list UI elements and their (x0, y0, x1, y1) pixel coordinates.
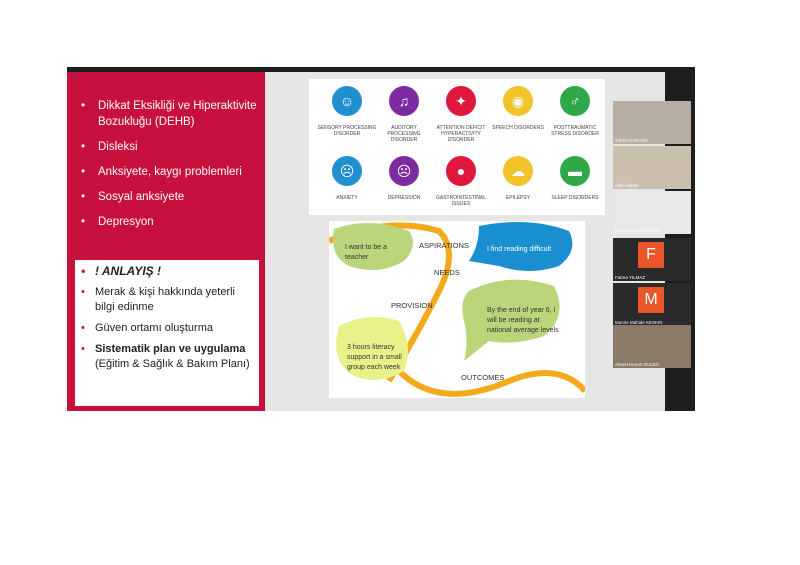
disorder-item: ● GASTROINTESTINAL ISSUES (431, 156, 491, 207)
screen-share: Dikkat Eksikliği ve Hiperaktivite Bozukl… (67, 67, 695, 411)
list-item: Sosyal anksiyete (81, 189, 261, 205)
disorder-label: SLEEP DISORDERS (551, 195, 599, 201)
avatar: M (638, 287, 664, 313)
speech-bubble: 3 hours literacy support in a small grou… (347, 344, 402, 371)
disorder-label: SPEECH DISORDERS (492, 125, 544, 131)
speech-bubble: By the end of year 6, I will be reading … (487, 307, 559, 334)
disorder-label: DEPRESSION (387, 195, 421, 201)
disorder-item: ☁ EPILEPSY (488, 156, 548, 201)
disorder-label: POSTTRAUMATIC STRESS DISORDER (551, 125, 599, 137)
list-item: Dikkat Eksikliği ve Hiperaktivite Bozukl… (81, 98, 261, 130)
disorder-icon: ✦ (446, 86, 476, 116)
list-item: Merak & kişi hakkında yeterli bilgi edin… (81, 285, 253, 315)
provision-label: PROVISION (391, 301, 433, 310)
left-panel: Dikkat Eksikliği ve Hiperaktivite Bozukl… (67, 72, 265, 411)
aspirations-label: ASPIRATIONS (419, 241, 469, 250)
list-item: Sistematik plan ve uygulama (Eğitim & Sa… (81, 342, 253, 372)
needs-label: NEEDS (434, 268, 460, 277)
disorder-item: ▬ SLEEP DISORDERS (545, 156, 605, 201)
participant-tile[interactable]: M Munire Mahide KESKIN (613, 283, 691, 326)
disorder-icon: ▬ (560, 156, 590, 186)
list-item: Disleksi (81, 139, 261, 155)
disorder-label: SENSORY PROCESSING DISORDER (317, 125, 377, 137)
disorder-icon: ● (446, 156, 476, 186)
disorder-item: ✦ ATTENTION DEFICIT HYPERACTIVITY DISORDE… (431, 86, 491, 143)
participant-tile[interactable]: Fatma Zehra ÖZTÜRK (613, 191, 691, 234)
participant-tile[interactable]: Zehra KURGUN (613, 101, 691, 144)
disorder-item: ♫ AUDITORY PROCESSING DISORDER (374, 86, 434, 143)
participant-name: Fatma Zehra ÖZTÜRK (615, 228, 661, 233)
diagram-curves (329, 222, 585, 397)
bold-text: Sistematik plan ve uygulama (95, 343, 246, 355)
disorder-item: ◉ SPEECH DISORDERS (488, 86, 548, 131)
disorder-item: ☹ ANXIETY (317, 156, 377, 201)
disorder-label: EPILEPSY (505, 195, 531, 201)
participant-name: Ahmet Kerem GULEC (615, 362, 660, 367)
disorder-icon: ☁ (503, 156, 533, 186)
list-item: Depresyon (81, 214, 261, 230)
disorder-icon: ◉ (503, 86, 533, 116)
participant-name: Aylin Akbay (615, 183, 639, 188)
disorder-label: GASTROINTESTINAL ISSUES (435, 195, 486, 207)
disorders-icon-grid: ☺ SENSORY PROCESSING DISORDER ♫ AUDITORY PR… (309, 79, 605, 215)
disorder-item: ♂ POSTTRAUMATIC STRESS DISORDER (545, 86, 605, 137)
list-item: Güven ortamı oluşturma (81, 321, 253, 336)
participant-tile[interactable]: F Fatma YILMAZ (613, 238, 691, 281)
outcomes-label: OUTCOMES (461, 373, 505, 382)
rest-text: (Eğitim & Sağlık & Bakım Planı) (95, 358, 250, 370)
disorder-label: ANXIETY (336, 195, 358, 201)
disorder-icon: ☹ (332, 156, 362, 186)
disorder-icon: ♫ (389, 86, 419, 116)
speech-bubble: I want to be a teacher (345, 244, 388, 261)
participant-name: Fatma YILMAZ (615, 275, 646, 280)
participant-tile[interactable]: Aylin Akbay (613, 146, 691, 189)
disorder-icon: ☹ (389, 156, 419, 186)
understanding-box: ! ANLAYIŞ ! Merak & kişi hakkında yeterl… (75, 260, 259, 406)
box-title: ! ANLAYIŞ ! (81, 264, 253, 279)
disorder-item: ☺ SENSORY PROCESSING DISORDER (317, 86, 377, 137)
disorder-label: AUDITORY PROCESSING DISORDER (387, 125, 421, 143)
avatar: F (638, 242, 664, 268)
participant-name: Munire Mahide KESKIN (615, 320, 663, 325)
participant-name: Zehra KURGUN (615, 138, 648, 143)
diagram: ASPIRATIONS NEEDS PROVISION OUTCOMES I w… (329, 221, 585, 398)
participant-tile[interactable]: Ahmet Kerem GULEC (613, 325, 691, 368)
list-item: Anksiyete, kaygı problemleri (81, 164, 261, 180)
disorder-icon: ☺ (332, 86, 362, 116)
disorder-item: ☹ DEPRESSION (374, 156, 434, 201)
disorder-label: ATTENTION DEFICIT HYPERACTIVITY DISORDER (436, 125, 486, 143)
slide: Dikkat Eksikliği ve Hiperaktivite Bozukl… (67, 72, 665, 411)
speech-bubble: I find reading difficult (487, 246, 552, 253)
disorder-icon: ♂ (560, 86, 590, 116)
